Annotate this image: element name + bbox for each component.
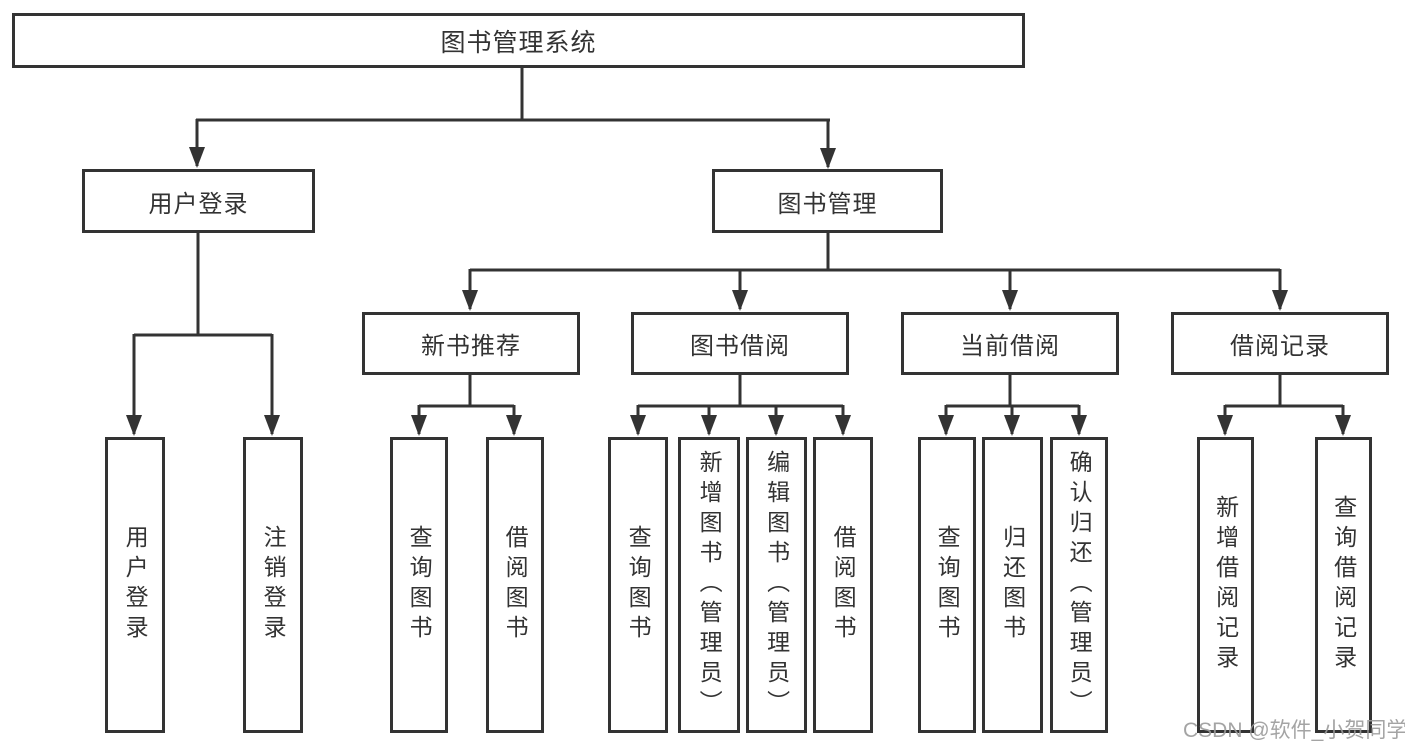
node-book-management-label: 图书管理 bbox=[777, 190, 878, 218]
leaf-add-books-admin: 新增图书（管理员） bbox=[678, 437, 740, 733]
node-book-borrow-label: 图书借阅 bbox=[690, 333, 790, 360]
leaf-return-books: 归还图书 bbox=[982, 437, 1043, 733]
node-library-system-label: 图书管理系统 bbox=[440, 28, 597, 57]
leaf-logout: 注销登录 bbox=[243, 437, 303, 733]
leaf-query-books-current: 查询图书 bbox=[918, 437, 976, 733]
arrowheads bbox=[126, 147, 1351, 436]
leaf-logout-label: 注销登录 bbox=[260, 525, 287, 645]
leaf-edit-books-admin-label: 编辑图书（管理员） bbox=[763, 450, 790, 720]
leaf-query-books-recommend: 查询图书 bbox=[390, 437, 448, 733]
leaf-confirm-return-admin: 确认归还（管理员） bbox=[1050, 437, 1108, 733]
leaf-confirm-return-admin-label: 确认归还（管理员） bbox=[1066, 450, 1093, 720]
node-book-management: 图书管理 bbox=[712, 169, 943, 233]
leaf-query-books-borrow-label: 查询图书 bbox=[625, 525, 652, 645]
leaf-borrow-books-borrow-label: 借阅图书 bbox=[830, 525, 857, 645]
leaf-edit-books-admin: 编辑图书（管理员） bbox=[746, 437, 807, 733]
leaf-add-borrow-record-label: 新增借阅记录 bbox=[1212, 495, 1239, 675]
watermark: CSDN @软件_小贺同学 bbox=[1183, 719, 1405, 742]
leaf-borrow-books-recommend-label: 借阅图书 bbox=[502, 525, 529, 645]
fork-lines bbox=[132, 67, 1345, 434]
leaf-query-books-borrow: 查询图书 bbox=[608, 437, 668, 733]
node-new-book-recommend: 新书推荐 bbox=[362, 312, 580, 375]
node-borrow-record-label: 借阅记录 bbox=[1230, 333, 1330, 360]
leaf-user-login: 用户登录 bbox=[105, 437, 165, 733]
leaf-user-login-label: 用户登录 bbox=[122, 525, 149, 645]
leaf-borrow-books-recommend: 借阅图书 bbox=[486, 437, 544, 733]
leaf-query-books-recommend-label: 查询图书 bbox=[406, 525, 433, 645]
leaf-add-borrow-record: 新增借阅记录 bbox=[1197, 437, 1254, 733]
node-borrow-record: 借阅记录 bbox=[1171, 312, 1389, 375]
leaf-query-borrow-record-label: 查询借阅记录 bbox=[1330, 495, 1357, 675]
leaf-add-books-admin-label: 新增图书（管理员） bbox=[696, 450, 723, 720]
node-user-login: 用户登录 bbox=[82, 169, 315, 233]
leaf-query-books-current-label: 查询图书 bbox=[934, 525, 961, 645]
node-new-book-recommend-label: 新书推荐 bbox=[421, 333, 521, 360]
node-book-borrow: 图书借阅 bbox=[631, 312, 849, 375]
leaf-borrow-books-borrow: 借阅图书 bbox=[813, 437, 873, 733]
leaf-return-books-label: 归还图书 bbox=[999, 525, 1026, 645]
leaf-query-borrow-record: 查询借阅记录 bbox=[1315, 437, 1372, 733]
node-user-login-label: 用户登录 bbox=[148, 190, 249, 218]
node-current-borrow: 当前借阅 bbox=[901, 312, 1119, 375]
node-current-borrow-label: 当前借阅 bbox=[960, 333, 1060, 360]
node-library-system: 图书管理系统 bbox=[12, 13, 1025, 68]
